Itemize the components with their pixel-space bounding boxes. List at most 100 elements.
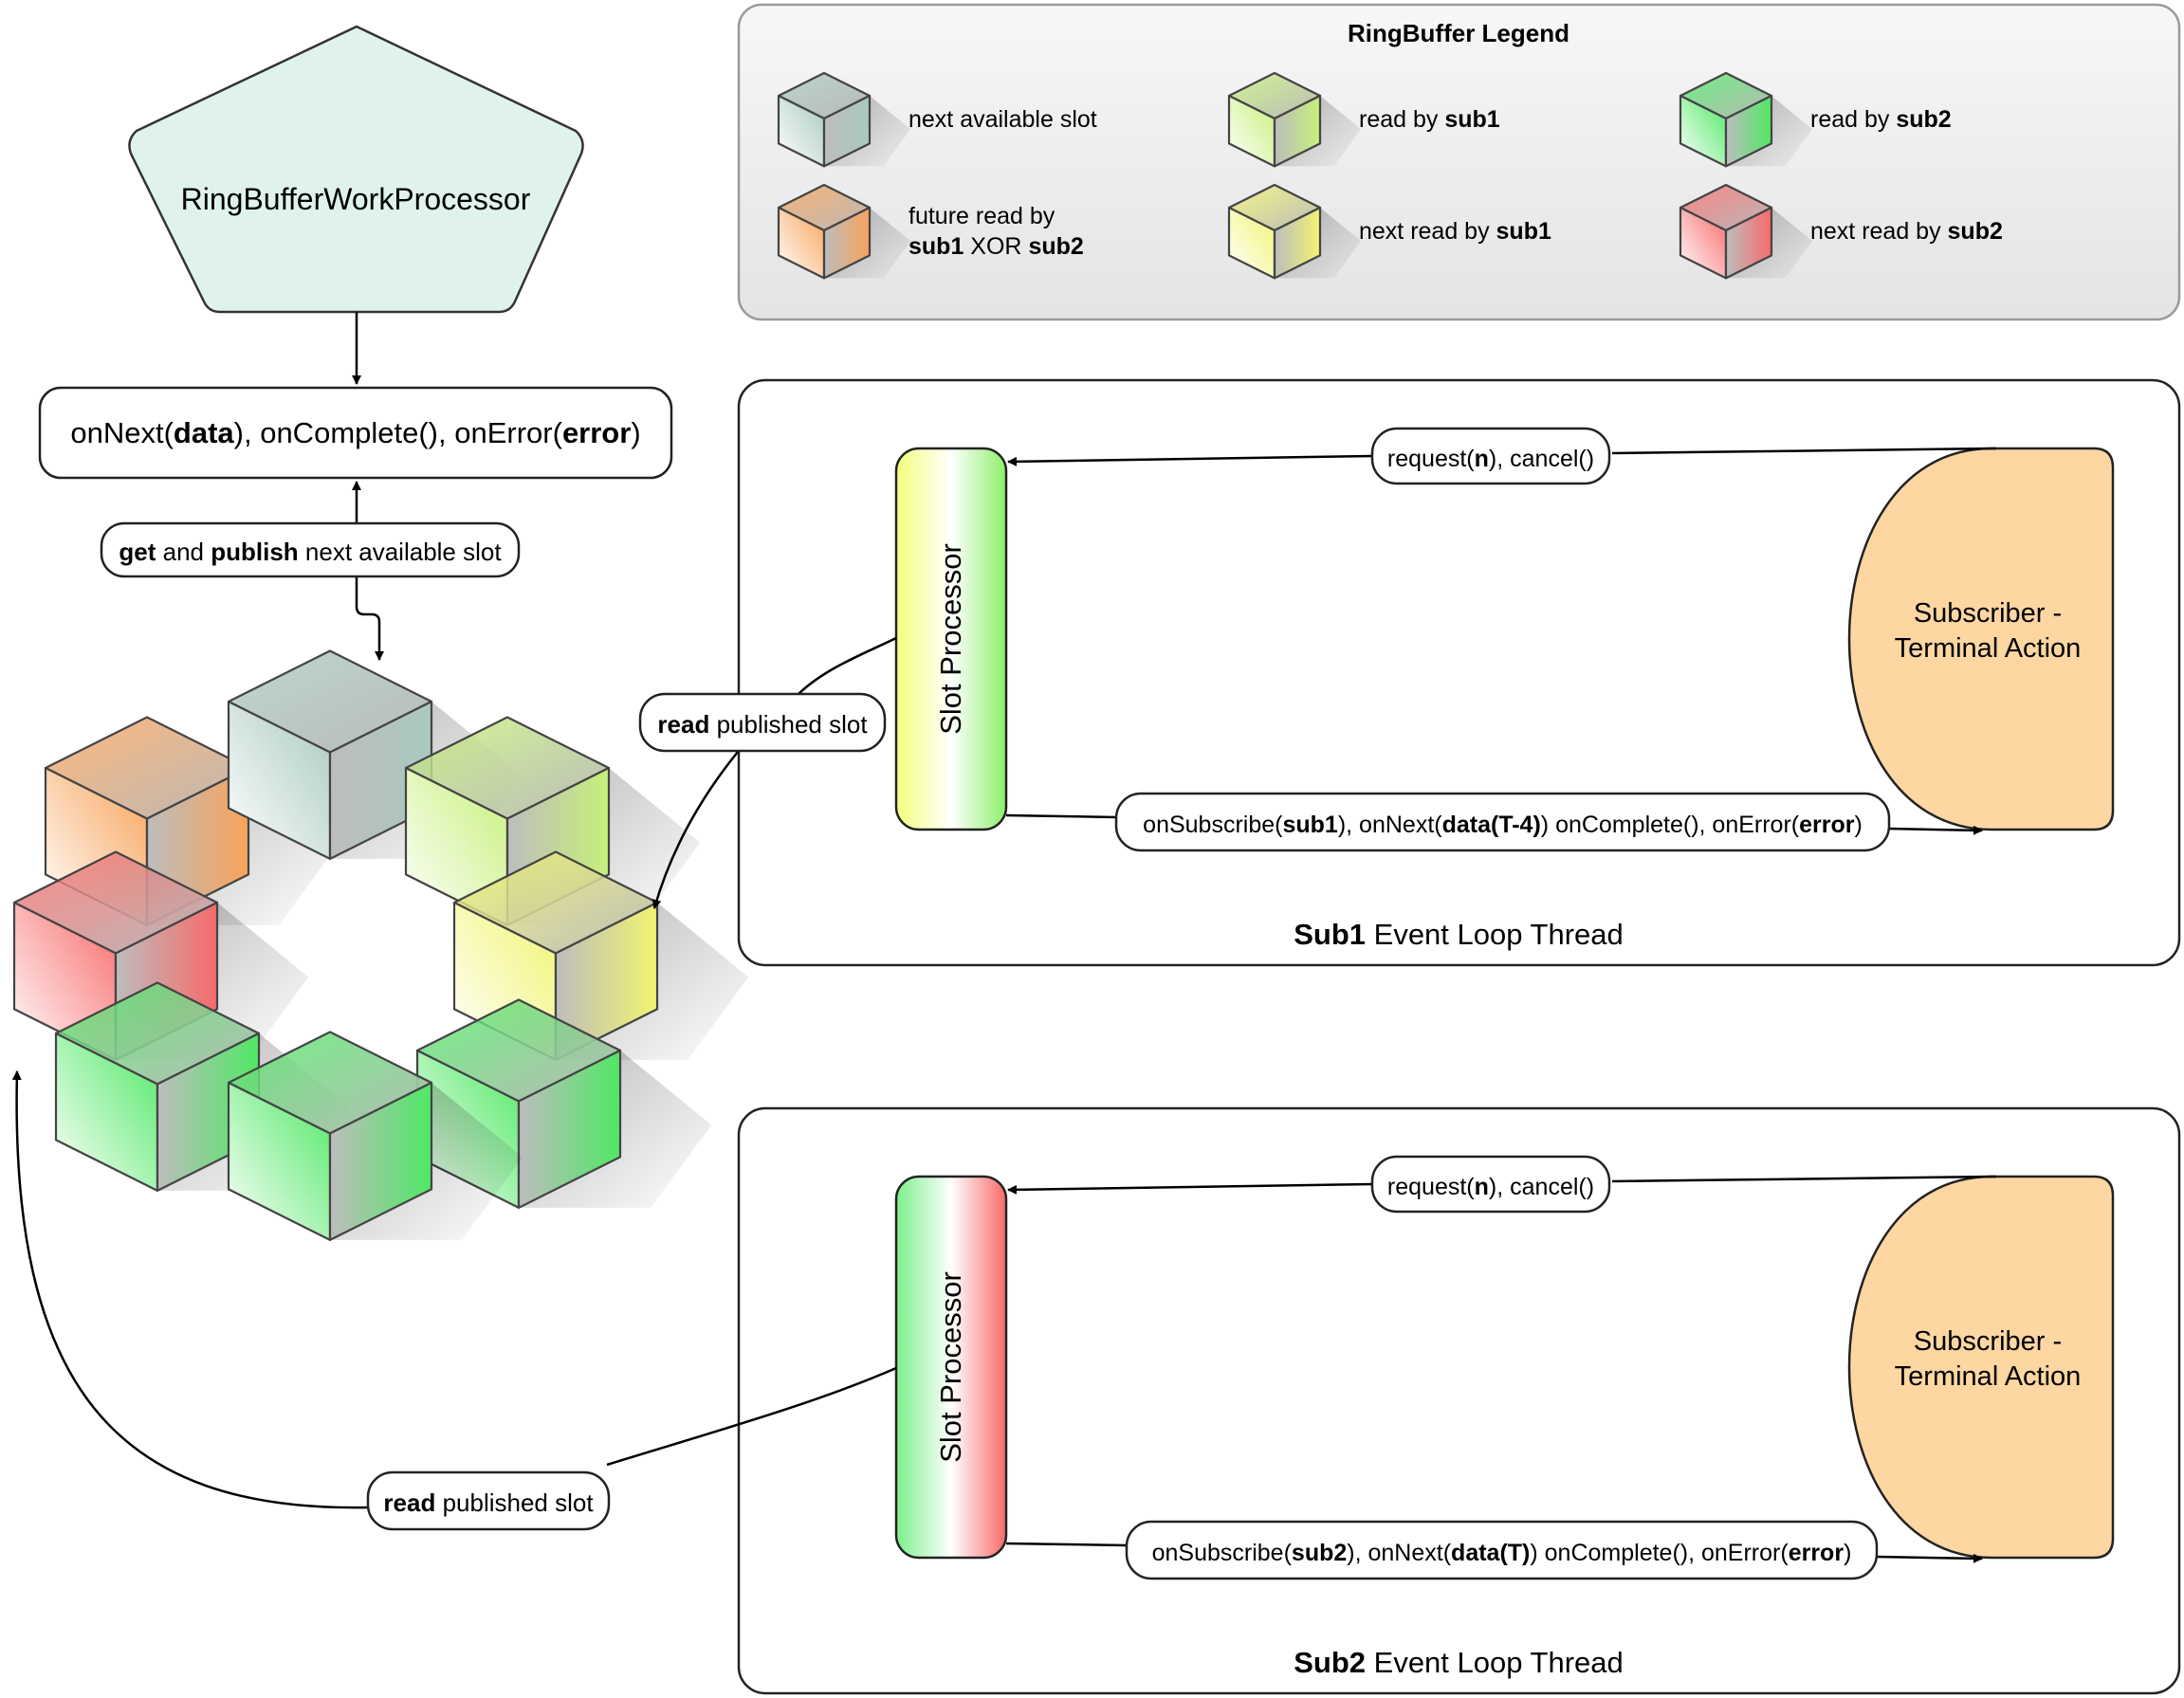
- legend-item-label-run: next read by: [1359, 218, 1496, 245]
- legend-item-label-run: sub1: [1444, 106, 1499, 133]
- signal-label: onSubscribe(sub1), onNext(data(T-4)) onC…: [1143, 812, 1863, 838]
- thread-title-run: Sub1: [1294, 918, 1366, 951]
- read-connector-sub1-a: [798, 636, 897, 695]
- thread-title-run: Event Loop Thread: [1366, 918, 1624, 951]
- legend-item-label: next read by sub1: [1359, 218, 1551, 245]
- request-arrow: [1007, 454, 1373, 466]
- legend-item-label-run: next read by: [1810, 218, 1948, 245]
- ring-cube: [452, 850, 749, 1061]
- legend-swatch-cube: [1679, 183, 1813, 280]
- request-label: request(n), cancel(): [1387, 1174, 1594, 1200]
- legend-item-label-run: read by: [1810, 106, 1896, 133]
- legend-item-label-run: future read by: [908, 203, 1055, 229]
- signal-arrow: [1888, 825, 1983, 835]
- request-label-run: request(: [1387, 446, 1475, 472]
- read-label-sub1-frame: [638, 692, 887, 753]
- legend-item-label-run: sub1: [908, 233, 964, 260]
- signals-text-run: data: [174, 416, 235, 449]
- legend-title: RingBuffer Legend: [1348, 19, 1569, 47]
- signal-label-run: onSubscribe(: [1152, 1540, 1293, 1566]
- request-label: request(n), cancel(): [1387, 446, 1594, 472]
- thread-panels: Slot Processor Subscriber - Terminal Actio…: [737, 378, 2181, 1695]
- publish-down-arrow: [355, 576, 384, 661]
- legend-item-label: next available slot: [908, 106, 1097, 133]
- request-label-run: n: [1475, 1174, 1489, 1200]
- legend-item-label-run: sub2: [1896, 106, 1951, 133]
- signals-text: onNext(data), onComplete(), onError(erro…: [70, 416, 640, 449]
- signal-label-frame: [1114, 792, 1891, 852]
- subscriber-label: Terminal Action: [1895, 633, 2082, 664]
- signal-label-run: ): [1854, 812, 1862, 838]
- signal-label-run: sub2: [1292, 1540, 1347, 1566]
- signal-label-run: data(T-4): [1442, 812, 1541, 838]
- request-label-run: ), cancel(): [1489, 446, 1594, 472]
- signal-line: [1005, 1542, 1128, 1547]
- legend-item-label-run: read by: [1359, 106, 1444, 133]
- thread-title: Sub2 Event Loop Thread: [1294, 1646, 1624, 1679]
- signal-label-run: ), onNext(: [1338, 812, 1442, 838]
- publish-text-run: publish: [211, 538, 298, 566]
- signal-label-run: ) onComplete(), onError(: [1541, 812, 1800, 838]
- ring-buffer: [12, 649, 749, 1241]
- legend-swatch-cube: [777, 71, 911, 168]
- signals-text-run: onNext(: [70, 416, 174, 449]
- legend-item: next read by sub2: [1679, 183, 2003, 280]
- signal-label-run: sub1: [1282, 812, 1337, 838]
- legend-item: read by sub1: [1227, 71, 1500, 168]
- thread-title: Sub1 Event Loop Thread: [1294, 918, 1624, 951]
- thread-title-run: Sub2: [1294, 1646, 1366, 1679]
- publish-text-run: and: [156, 538, 211, 566]
- subscriber-node: [1847, 447, 2115, 831]
- signal-label-run: data(T): [1451, 1540, 1530, 1566]
- slot-processor-label: Slot Processor: [934, 1271, 967, 1463]
- legend-swatch-cube-right: [822, 94, 872, 168]
- legend-swatch-cube-right: [1273, 206, 1322, 280]
- legend-swatch-cube: [1227, 183, 1362, 280]
- request-line: [1611, 447, 1997, 455]
- legend-item-label: next read by sub2: [1810, 218, 2003, 245]
- signal-label-run: error: [1789, 1540, 1844, 1566]
- signal-arrow: [1876, 1553, 1983, 1563]
- subscriber-label: Terminal Action: [1895, 1361, 2082, 1392]
- legend-panel: RingBuffer Legend next available slot rea…: [737, 3, 2181, 321]
- signal-line: [1005, 813, 1117, 819]
- processor-pentagon: [128, 25, 584, 314]
- thread-title-run: Event Loop Thread: [1366, 1646, 1624, 1679]
- publish-label-text: get and publish next available slot: [119, 538, 502, 566]
- signals-text-run: error: [562, 416, 631, 449]
- subscriber-node: [1847, 1175, 2115, 1560]
- signal-label-run: ), onNext(: [1347, 1540, 1451, 1566]
- request-label-run: n: [1475, 446, 1489, 472]
- legend-item-label-run: next available slot: [908, 106, 1097, 133]
- request-label-frame: [1370, 427, 1611, 485]
- read-label-sub2-run: published slot: [435, 1488, 594, 1517]
- read-label-sub2: read published slot: [366, 1470, 611, 1531]
- ring-cube-right: [517, 1049, 622, 1209]
- request-label-frame: [1370, 1155, 1611, 1214]
- request-label-run: request(: [1387, 1174, 1475, 1200]
- subscriber-label: Subscriber -: [1914, 598, 2062, 629]
- legend-item: read by sub2: [1679, 71, 1952, 168]
- legend-item-label-run: XOR: [964, 233, 1028, 260]
- legend-item-label: read by sub1: [1359, 106, 1500, 133]
- legend-item-label-run: sub2: [1948, 218, 2003, 245]
- legend-item-label: read by sub2: [1810, 106, 1952, 133]
- signal-label-frame: [1125, 1520, 1879, 1580]
- signals-text-run: ), onComplete(), onError(: [234, 416, 563, 449]
- legend-frame: [737, 3, 2181, 321]
- read-connector-sub2-b: [11, 1070, 369, 1509]
- ring-cube-right: [328, 1081, 433, 1241]
- legend-swatch-cube-right: [1724, 94, 1773, 168]
- signals-text-run: ): [631, 416, 640, 449]
- read-label-sub1: read published slot: [638, 692, 887, 753]
- read-label-sub2-text: read published slot: [383, 1488, 594, 1517]
- signal-label-run: error: [1799, 812, 1855, 838]
- legend-swatch-cube-right: [822, 206, 872, 280]
- legend-swatch-cube: [1679, 71, 1813, 168]
- legend-item-label-run: sub1: [1496, 218, 1551, 245]
